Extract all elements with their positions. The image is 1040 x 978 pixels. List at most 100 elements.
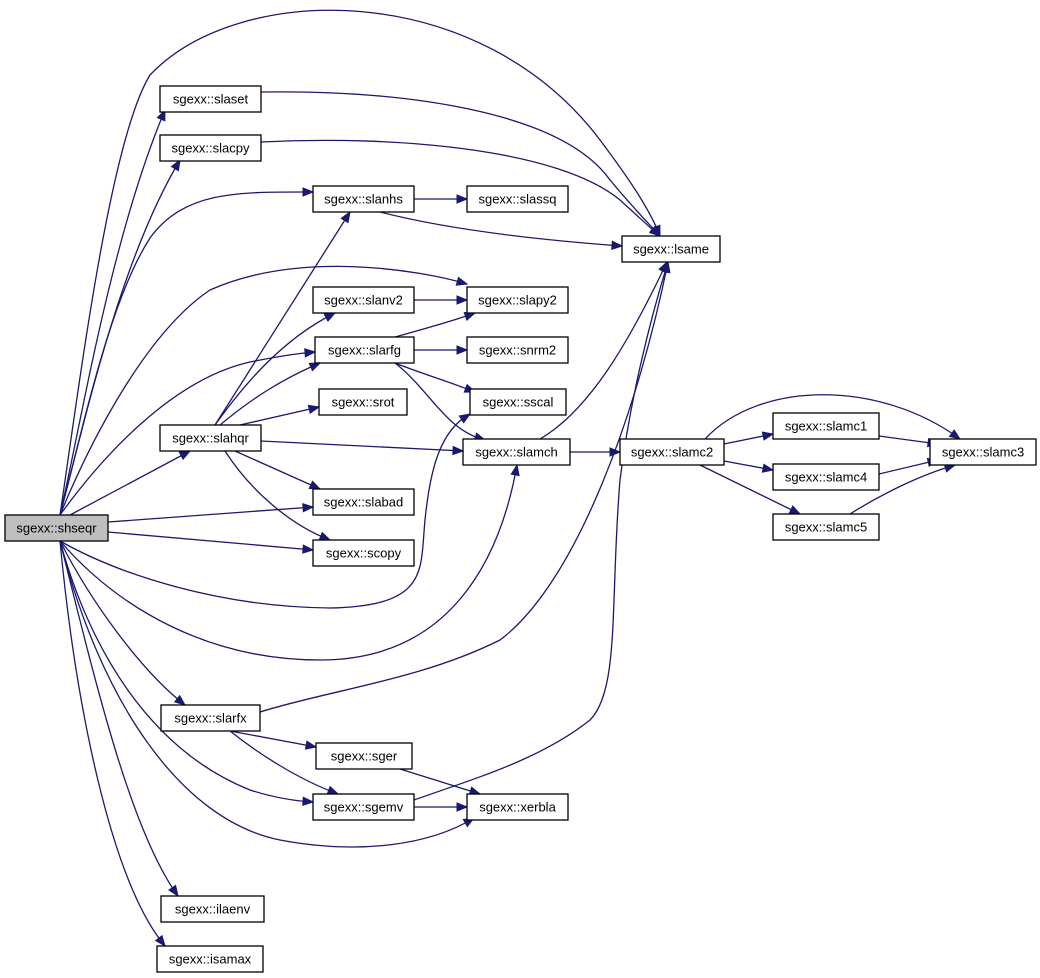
node-slanhs[interactable]: sgexx::slanhs [312, 185, 415, 213]
edge-slarfg-to-snrm2 [414, 345, 469, 355]
edge-line [69, 450, 191, 516]
node-label: sgexx::slahqr [172, 431, 249, 446]
node-sgemv[interactable]: sgexx::sgemv [312, 793, 415, 821]
node-box[interactable] [156, 945, 264, 973]
node-srot[interactable]: sgexx::srot [318, 388, 408, 416]
edge-line [214, 211, 351, 426]
edge-line [229, 730, 317, 748]
node-box[interactable] [160, 704, 261, 732]
node-label: sgexx::sgemv [324, 800, 404, 815]
node-slacpy[interactable]: sgexx::slacpy [159, 134, 262, 162]
edges-layer [59, 9, 962, 948]
edge-arrowhead [455, 276, 469, 286]
node-box[interactable] [159, 85, 262, 113]
node-box[interactable] [4, 514, 109, 542]
edge-line [59, 540, 186, 706]
edge-line [59, 9, 661, 516]
node-slarfx[interactable]: sgexx::slarfx [160, 704, 261, 732]
node-xerbla[interactable]: sgexx::xerbla [466, 793, 569, 821]
node-box[interactable] [772, 513, 880, 541]
node-box[interactable] [312, 793, 415, 821]
node-box[interactable] [159, 134, 262, 162]
node-box[interactable] [619, 438, 725, 466]
node-label: sgexx::slacpy [171, 141, 250, 156]
node-ilaenv[interactable]: sgexx::ilaenv [160, 895, 265, 923]
node-box[interactable] [314, 336, 415, 364]
node-slarfg[interactable]: sgexx::slarfg [314, 336, 415, 364]
edge-line [239, 406, 320, 426]
node-box[interactable] [159, 424, 262, 452]
edge-line [413, 261, 669, 801]
node-box[interactable] [466, 286, 569, 314]
node-slamc2[interactable]: sgexx::slamc2 [619, 438, 725, 466]
node-box[interactable] [929, 438, 1037, 466]
edge-line [59, 540, 475, 848]
node-box[interactable] [318, 388, 408, 416]
edge-slamc5-to-slamc3 [849, 463, 957, 515]
node-slamc1[interactable]: sgexx::slamc1 [772, 412, 880, 440]
node-label: sgexx::xerbla [479, 800, 556, 815]
edge-slanhs-to-slassq [414, 194, 469, 204]
edge-sgemv-to-lsame [413, 260, 670, 801]
node-box[interactable] [466, 793, 569, 821]
edge-slahqr-to-srot [239, 404, 321, 426]
node-slamc5[interactable]: sgexx::slamc5 [772, 513, 880, 541]
edge-line [59, 191, 314, 516]
nodes-layer: sgexx::shseqr sgexx::slasetsgexx::slacpys… [4, 85, 1037, 973]
edge-slamc2-to-slamc1 [723, 431, 775, 445]
edge-arrowhead [302, 187, 315, 197]
node-box[interactable] [469, 388, 567, 416]
node-sscal[interactable]: sgexx::sscal [469, 388, 567, 416]
edge-shseqr-to-sgemv [59, 540, 315, 806]
node-box[interactable] [312, 286, 415, 314]
edge-arrowhead [170, 158, 181, 172]
node-slabad[interactable]: sgexx::slabad [312, 488, 415, 516]
edge-arrowhead [456, 345, 469, 355]
edge-arrowhead [318, 531, 332, 541]
edge-line [704, 394, 961, 440]
node-box[interactable] [466, 185, 569, 213]
node-slapy2[interactable]: sgexx::slapy2 [466, 286, 569, 314]
node-box[interactable] [621, 235, 721, 263]
node-slahqr[interactable]: sgexx::slahqr [159, 424, 262, 452]
edge-arrowhead [308, 362, 322, 372]
node-slamc4[interactable]: sgexx::slamc4 [772, 463, 880, 491]
node-sger[interactable]: sgexx::sger [315, 742, 413, 770]
node-label: sgexx::ilaenv [175, 902, 251, 917]
node-box[interactable] [312, 488, 415, 516]
node-slanv2[interactable]: sgexx::slanv2 [312, 286, 415, 314]
edge-line [539, 261, 668, 440]
edge-line [59, 159, 181, 516]
node-label: sgexx::slamc2 [631, 445, 713, 460]
node-slamc3[interactable]: sgexx::slamc3 [929, 438, 1037, 466]
node-slassq[interactable]: sgexx::slassq [466, 185, 569, 213]
node-box[interactable] [466, 336, 569, 364]
edge-line [260, 91, 661, 237]
edge-slahqr-to-slarfg [219, 362, 322, 426]
node-label: sgexx::slassq [478, 192, 556, 207]
node-box[interactable] [160, 895, 265, 923]
edge-slacpy-to-lsame [260, 139, 662, 237]
node-scopy[interactable]: sgexx::scopy [312, 539, 415, 567]
node-label: sgexx::slamc1 [785, 419, 867, 434]
edge-shseqr-to-isamax [59, 540, 166, 948]
node-box[interactable] [312, 539, 415, 567]
node-shseqr[interactable]: sgexx::shseqr [4, 514, 109, 542]
node-slamch[interactable]: sgexx::slamch [462, 438, 571, 466]
node-box[interactable] [312, 185, 415, 213]
edge-shseqr-to-slapy2 [59, 265, 469, 516]
node-snrm2[interactable]: sgexx::snrm2 [466, 336, 569, 364]
node-box[interactable] [772, 463, 880, 491]
node-box[interactable] [772, 412, 880, 440]
node-box[interactable] [315, 742, 413, 770]
node-isamax[interactable]: sgexx::isamax [156, 945, 264, 973]
node-lsame[interactable]: sgexx::lsame [621, 235, 721, 263]
edge-arrowhead [302, 796, 315, 806]
edge-line [59, 109, 166, 516]
node-box[interactable] [462, 438, 571, 466]
edge-arrowhead [648, 225, 662, 237]
node-slaset[interactable]: sgexx::slaset [159, 85, 262, 113]
edge-slamch-to-slamc2 [570, 447, 622, 457]
